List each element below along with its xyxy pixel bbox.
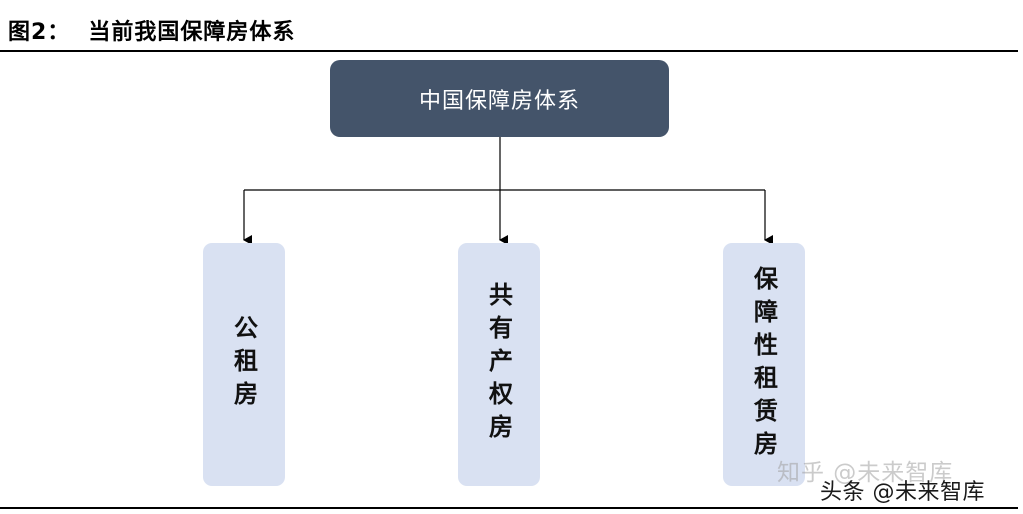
child-node-affordable-rental: 保障性租赁房 [723, 243, 805, 486]
figure-caption: 当前我国保障房体系 [88, 20, 296, 45]
child-node-public-rental: 公租房 [203, 243, 285, 486]
toutiao-watermark: 头条 @未来智库 [820, 480, 985, 505]
figure-label: 图2： [8, 20, 71, 45]
child-node-shared-ownership: 共有产权房 [458, 243, 540, 486]
child-node-label: 公租房 [229, 315, 259, 414]
child-node-label: 共有产权房 [484, 282, 514, 447]
root-node: 中国保障房体系 [330, 60, 669, 137]
bottom-rule [0, 507, 1018, 509]
top-rule [0, 50, 1018, 52]
child-node-label: 保障性租赁房 [749, 265, 779, 464]
figure-title: 图2： 当前我国保障房体系 [8, 14, 295, 46]
zhihu-watermark: 知乎 @未来智库 [777, 460, 954, 486]
root-node-label: 中国保障房体系 [418, 88, 580, 114]
